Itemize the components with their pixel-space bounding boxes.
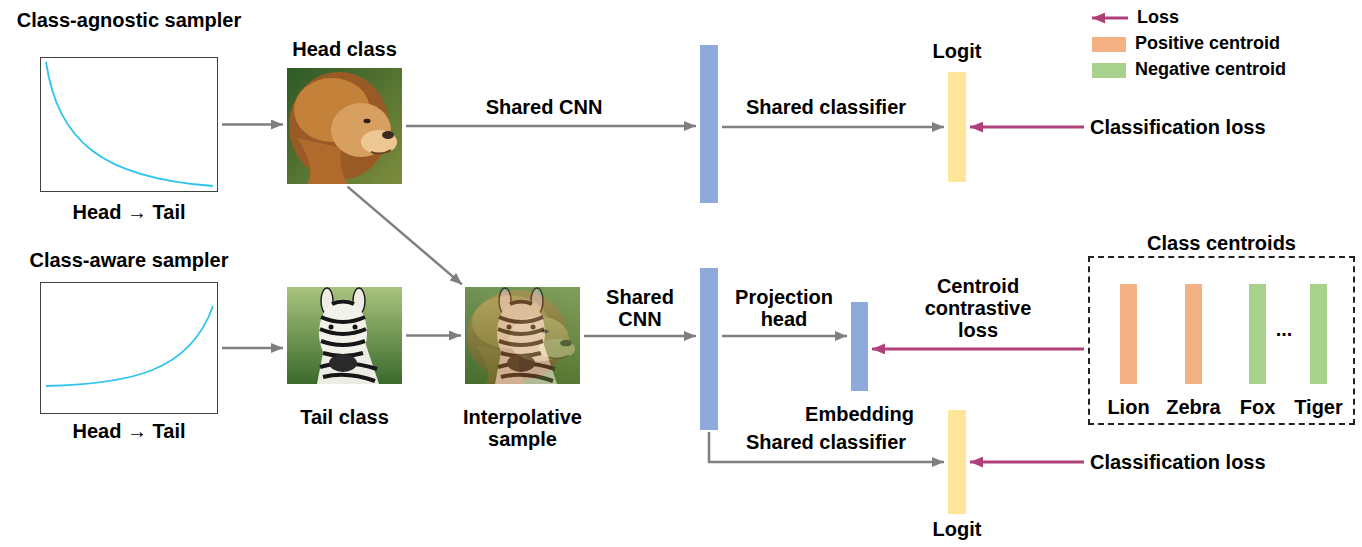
mixed-photo [465,287,580,384]
node-label: Logit [933,518,982,540]
connector-arrow [406,334,461,337]
logit-bar: Logit [948,410,966,514]
loss-arrow [970,461,1084,464]
legend-swatch [1092,63,1126,78]
node-label: Head → Tail [73,201,186,223]
node-label: Class-agnostic sampler [17,9,242,31]
lion-photo [287,68,402,184]
loss-arrow [970,126,1084,129]
legend-arrow [1090,11,1128,25]
node-label: Tiger [1294,396,1343,418]
node-label: Head class [292,38,397,60]
flow-arrow [722,335,847,338]
layer-label: Projection head [722,286,847,330]
centroid-bar: Tiger [1310,284,1327,384]
node-label: Interpolative sample [458,406,588,450]
sampler-plot: Class-agnostic samplerHead → Tail [40,57,218,192]
sampler-plot: Class-aware samplerHead → Tail [40,282,218,414]
node-label: Class centroids [1147,232,1296,254]
legend-label: Negative centroid [1135,60,1286,80]
layer-label: Shared CNN [486,96,603,118]
centroid-bar: Lion [1120,284,1137,384]
flow-arrow [584,335,696,338]
ellipsis: ... [1276,318,1293,340]
legend-row: Negative centroid [1090,57,1286,83]
layer-label: Shared CNN [595,286,685,330]
legend: LossPositive centroidNegative centroid [1090,5,1286,83]
node-label: Fox [1240,396,1276,418]
centroid-bar: Zebra [1185,284,1202,384]
image-sample: Interpolative sample [465,287,580,384]
node-label: Logit [933,40,982,62]
zebra-photo [287,287,402,384]
flow-arrow [709,432,944,462]
connector-label: Centroid contrastive loss [903,275,1053,341]
centroid-group: LionZebraFoxTigerClass centroids [1088,256,1355,425]
legend-arrow-line [1092,17,1128,20]
legend-label: Loss [1137,8,1179,28]
feature-bar [700,268,718,430]
logit-bar: Logit [948,72,966,182]
mixed-photo-overlay [465,287,580,384]
node-label: Zebra [1166,396,1220,418]
connector-arrow [222,347,283,350]
legend-label: Positive centroid [1135,34,1280,54]
decay-curve [46,62,213,186]
flow-arrow [406,125,696,128]
growth-curve [46,306,213,386]
flow-arrow [722,126,944,129]
connector-arrow [348,187,462,285]
node-label: Class-aware sampler [29,249,228,271]
legend-row: Loss [1090,5,1286,31]
image-sample: Tail class [287,287,402,384]
loss-label: Classification loss [1090,451,1266,473]
connector-arrow [872,347,1084,350]
embedding-bar: Embedding [851,302,868,391]
node-label: Embedding [805,403,914,425]
legend-swatch [1092,37,1126,52]
centroid-bar: Fox [1249,284,1266,384]
node-label: Lion [1107,396,1149,418]
image-sample: Head class [287,68,402,184]
layer-label: Shared classifier [746,96,906,118]
legend-row: Positive centroid [1090,31,1286,57]
feature-bar [700,45,718,203]
loss-label: Classification loss [1090,116,1266,138]
layer-label: Shared classifier [746,431,906,453]
connector-arrow [222,123,283,126]
node-label: Head → Tail [73,420,186,442]
node-label: Tail class [300,406,389,428]
